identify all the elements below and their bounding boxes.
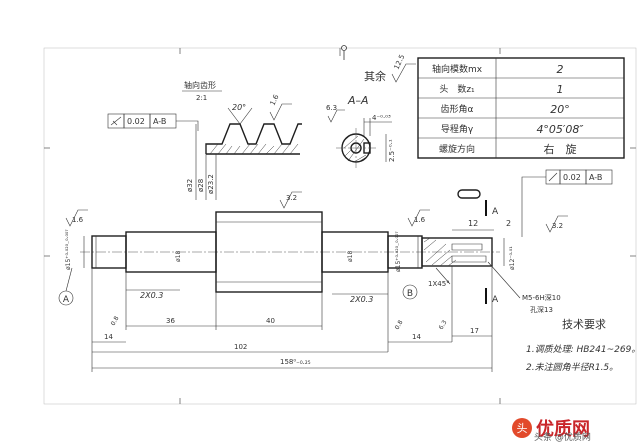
params-table: 轴向模数mx 2 头 数z₁ 1 齿形角α 20° 导程角γ 4°05′08″ … xyxy=(417,57,625,159)
table-value-helix: 右 旋 xyxy=(544,142,577,156)
table-value-module: 2 xyxy=(557,63,564,76)
tech-req-title: 技术要求 xyxy=(562,318,606,331)
dim-dia-end: ø12⁻⁰·⁰¹ xyxy=(509,246,516,270)
watermark-text: 优质网 xyxy=(536,419,590,440)
dim-14-left: 14 xyxy=(104,333,113,341)
end-tolerance: 0.02 xyxy=(563,173,581,182)
dim-dia-right: ø15⁺⁰·⁰²⁰₋⁰·⁰⁰⁷ xyxy=(395,231,402,272)
watermark-sub: 头条 @优质网 xyxy=(534,433,591,443)
watermark: 头 优质网 头条 @优质网 xyxy=(512,412,636,444)
dim-2: 2 xyxy=(506,219,511,228)
table-value-pressure-angle: 20° xyxy=(550,103,570,116)
table-value-lead-angle: 4°05′08″ xyxy=(536,123,584,136)
roughness-right: 1.6 xyxy=(414,216,426,224)
end-datum: A-B xyxy=(589,173,602,182)
tooth-dim-32: ø32 xyxy=(186,179,194,192)
center-mark-icon xyxy=(341,45,347,60)
table-value-starts: 1 xyxy=(557,83,564,96)
roughness-end: 3.2 xyxy=(552,222,563,230)
runout-end-icon xyxy=(548,172,558,182)
thread-note: M5-6H深10 xyxy=(522,293,561,302)
sheet-border xyxy=(43,47,637,405)
table-label-lead-angle: 导程角γ xyxy=(441,123,474,135)
tech-req-item-2: 2.未注圆角半径R1.5。 xyxy=(526,362,618,373)
dim-158: 158⁰₋₀.₂₅ xyxy=(280,358,311,366)
runout-icon xyxy=(110,116,122,126)
dim-102: 102 xyxy=(234,343,247,351)
tooth-tolerance: 0.02 xyxy=(127,117,145,126)
tooth-detail-scale: 2:1 xyxy=(196,94,207,102)
tooth-angle: 20° xyxy=(232,103,246,112)
dim-17: 17 xyxy=(470,327,479,335)
dim-dia-mid-left: ø18 xyxy=(175,251,182,262)
tooth-datum: A-B xyxy=(153,117,166,126)
tooth-dim-28: ø28 xyxy=(197,179,205,192)
dim-14-right: 14 xyxy=(412,333,421,341)
roughness-left: 1.6 xyxy=(72,216,84,224)
section-roughness: 6.3 xyxy=(326,104,337,112)
dim-40: 40 xyxy=(266,317,275,325)
datum-b-label: B xyxy=(407,289,413,299)
roughness-08-b: 0.8 xyxy=(394,319,405,331)
dim-36: 36 xyxy=(166,317,175,325)
roughness-worm: 3.2 xyxy=(286,194,297,202)
rest-roughness-label: 其余 xyxy=(364,69,386,83)
datum-a-label: A xyxy=(63,295,70,305)
section-mark-bottom: A xyxy=(492,295,499,305)
tooth-detail: 轴向齿形 2:1 0.02 A-B 20° 1.6 ø32 xyxy=(107,80,302,200)
groove-right: 2X0.3 xyxy=(350,295,373,304)
datum-b-icon xyxy=(402,284,418,300)
table-label-module: 轴向模数mx xyxy=(432,63,483,75)
bottom-dimensions: 14 36 40 102 14 17 158⁰₋₀.₂₅ 0.8 0.8 6.3 xyxy=(91,266,493,372)
table-label-starts: 头 数z₁ xyxy=(439,83,475,95)
tech-req-item-1: 1.调质处理: HB241~269。 xyxy=(526,344,640,355)
keyway-top-view xyxy=(457,189,481,199)
section-title: A–A xyxy=(347,94,369,107)
roughness-symbol-icon xyxy=(391,63,416,83)
hole-note: 孔深13 xyxy=(530,305,553,314)
dim-dia-left: ø15⁺⁰·⁰²⁰₋⁰·⁰⁰⁷ xyxy=(65,229,72,270)
groove-left: 2X0.3 xyxy=(140,291,163,300)
border-ticks xyxy=(44,48,636,404)
dim-12: 12 xyxy=(468,219,478,228)
tech-requirements: 技术要求 1.调质处理: HB241~269。 2.未注圆角半径R1.5。 xyxy=(526,318,640,373)
table-label-helix: 螺旋方向 xyxy=(439,143,475,155)
table-label-pressure-angle: 齿形角α xyxy=(441,103,474,115)
section-depth: 2.5⁻⁰·¹ xyxy=(388,139,396,162)
roughness-63: 6.3 xyxy=(438,319,449,331)
shaft-main-view: ø15⁺⁰·⁰²⁰₋⁰·⁰⁰⁷ ø18 ø18 ø15⁺⁰·⁰²⁰₋⁰·⁰⁰⁷ … xyxy=(58,169,613,314)
roughness-08-a: 0.8 xyxy=(110,315,121,327)
chamfer-note: 1X45° xyxy=(428,280,450,288)
section-keyway: 4⁻⁰·⁰³ xyxy=(372,114,391,122)
tooth-dim-23: ø23.2 xyxy=(207,174,215,194)
watermark-logo-icon: 头 xyxy=(512,418,532,438)
tooth-detail-title: 轴向齿形 xyxy=(184,80,216,90)
dim-dia-mid-right: ø18 xyxy=(347,251,354,262)
section-mark-top: A xyxy=(492,207,499,217)
section-a-a: A–A 6.3 4⁻⁰·⁰³ 2.5⁻⁰·¹ xyxy=(326,94,396,168)
